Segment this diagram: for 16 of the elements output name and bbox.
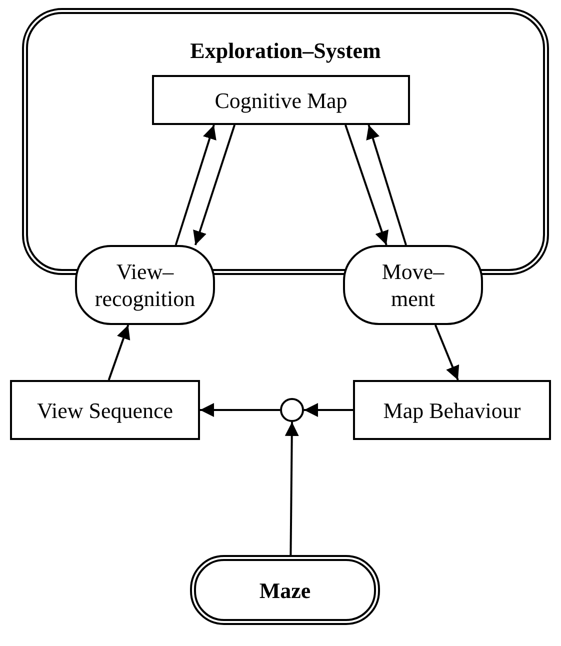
arrow <box>108 324 130 380</box>
arrow <box>284 422 299 556</box>
frame-title: Exploration–System <box>189 37 382 65</box>
process-box: Map Behaviour <box>353 380 551 440</box>
arrow <box>193 124 236 246</box>
arrow <box>174 124 216 246</box>
rounded-node: Move– ment <box>343 245 483 325</box>
process-box: View Sequence <box>10 380 200 440</box>
arrow <box>434 324 460 380</box>
arrow <box>304 403 353 417</box>
terminal-node: Maze <box>190 555 380 625</box>
arrow <box>344 124 388 246</box>
arrow <box>200 403 280 417</box>
rounded-node: View– recognition <box>75 245 215 325</box>
arrow <box>366 124 407 246</box>
process-box: Cognitive Map <box>152 75 410 125</box>
